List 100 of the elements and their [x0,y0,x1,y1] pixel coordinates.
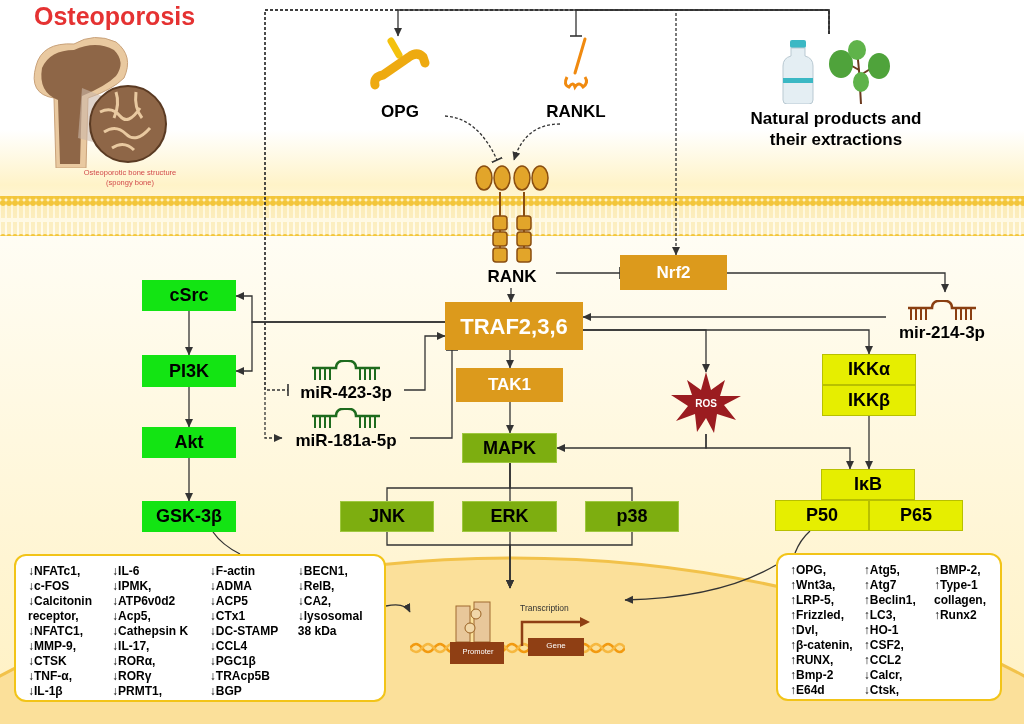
gene-effect-item: ↑β-catenin, [790,638,854,653]
gene-effect-item: ↓IL-6 [112,564,141,579]
protein-box [340,501,434,532]
gene-effect-item: ↓Ctsk, [863,683,901,698]
arrow [385,603,411,613]
gene-effect-item: ↓IL-17, [112,639,151,654]
gene-effect-item: ↑BMP-2, [933,563,982,578]
gene-effect-item: ↑Atg5, [863,563,901,578]
gene-effect-item: ↓F-actin [209,564,257,579]
arrow [235,321,446,375]
arrow [185,310,193,356]
gene-effect-item: ↑E64d [790,683,826,698]
microrna-label: mir-214-3p [899,322,985,344]
arrow [403,332,446,391]
protein-label: GSK-3β [156,505,222,528]
protein-label: RANKL [546,100,606,123]
gene-effect-item: ↑Wnt3a, [790,578,837,593]
transcription-label: Transcription [520,602,569,615]
protein-box [775,500,869,531]
gene-effect-item: ↓IL-1β [28,684,64,699]
protein-label: IKKβ [848,389,890,412]
gene-effect-item: ↓RORα, [112,654,157,669]
gene-effect-item: ↓PRMT1, [112,684,164,699]
arrow [726,272,949,293]
arrow [582,313,887,321]
protein-box [142,501,236,532]
protein-label: JNK [369,505,405,528]
gene-effect-item: ↓Acp5, [112,609,152,624]
protein-label: Nrf2 [656,261,691,284]
gene-effect-item: ↓Calcitonin receptor, [28,594,93,624]
gene-effect-item: ↑Atg7 [863,578,898,593]
gene-effect-item: ↓Cathepsin K [112,624,190,639]
arrow [582,329,873,355]
gene-effect-item: ↓TNF-α, [28,669,74,684]
gene-effect-item: ↑OPG, [790,563,827,578]
gene-effect-item: ↑Runx2 [933,608,978,623]
connector-line [794,530,811,554]
protein-box [620,255,727,290]
protein-box [142,355,236,387]
gene-effect-item: ↓BGP [209,684,243,699]
arrow [865,415,873,470]
gene-effect-item: ↓NFATC1, [28,624,85,639]
arrow [506,531,633,589]
protein-label: Akt [174,431,204,454]
protein-box [142,280,236,311]
protein-label: TRAF2,3,6 [460,312,568,341]
gene-effect-item: ↑LC3, [863,608,897,623]
protein-box [821,469,915,500]
protein-box [456,368,563,402]
effects-panel [776,553,1002,701]
gene-effect-item: ↓CCL4 [209,639,249,654]
protein-box [869,500,963,531]
gene-effect-item: ↑Beclin1, [863,593,917,608]
protein-label: MAPK [483,436,536,460]
protein-box [822,354,916,385]
arrow [506,401,514,434]
inhibition-line [569,9,830,37]
effects-panel [14,554,386,702]
arrow [705,433,854,470]
gene-effect-item: ↓CTx1 [209,609,247,624]
gene-effect-item: ↓TRAcp5B [209,669,271,684]
gene-effect-item: ↑Dvl, [790,623,819,638]
protein-label: OPG [381,100,419,123]
gene-effect-item: ↑HO-1 [863,623,900,638]
gene-effect-item: ↑CCL2 [863,653,903,668]
protein-label: p38 [616,505,648,528]
protein-label: TAK1 [487,374,532,397]
protein-box [585,501,679,532]
gene-effect-item: ↓RelB, [297,579,336,594]
gene-effect-item: ↓BECN1, [297,564,349,579]
gene-effect-item: ↓IPMK, [112,579,153,594]
gene-effect-item: ↑Type-1 collagen, [933,578,987,608]
protein-label: PI3K [169,359,209,383]
gene-effect-item: ↓NFATc1, [28,564,82,579]
gene-effect-item: ↑LRP-5, [790,593,835,608]
connector-line [212,531,241,555]
gene-effect-item: ↓ADMA [209,579,253,594]
microrna-label: miR-423-3p [300,382,392,404]
gene-effect-item: ↓ACP5 [209,594,249,609]
gene-effect-item: ↓ATP6v0d2 [112,594,177,609]
gene-effect-item: ↑Frizzled, [790,608,845,623]
gene-effect-item: ↓DC-STAMP [209,624,280,639]
protein-box [462,501,557,532]
protein-label: IκB [853,473,882,496]
protein-box [142,427,236,458]
protein-box [822,385,916,416]
protein-label: RANK [487,266,537,288]
inhibition-line [444,115,504,164]
connector-line [509,462,633,502]
protein-label: P50 [806,504,838,527]
gene-effect-item: ↓CA2, [297,594,333,609]
protein-label: IKKα [847,358,891,381]
gene-label: Gene [545,640,567,652]
arrow [512,123,561,161]
gene-effect-item: ↓PGC1β [209,654,257,669]
gene-effect-item: ↓lysosomal 38 kDa [297,609,364,639]
arrow [185,457,193,502]
gene-effect-item: ↓MMP-9, [28,639,77,654]
arrow [185,386,193,428]
gene-effect-item: ↓c-FOS [28,579,71,594]
